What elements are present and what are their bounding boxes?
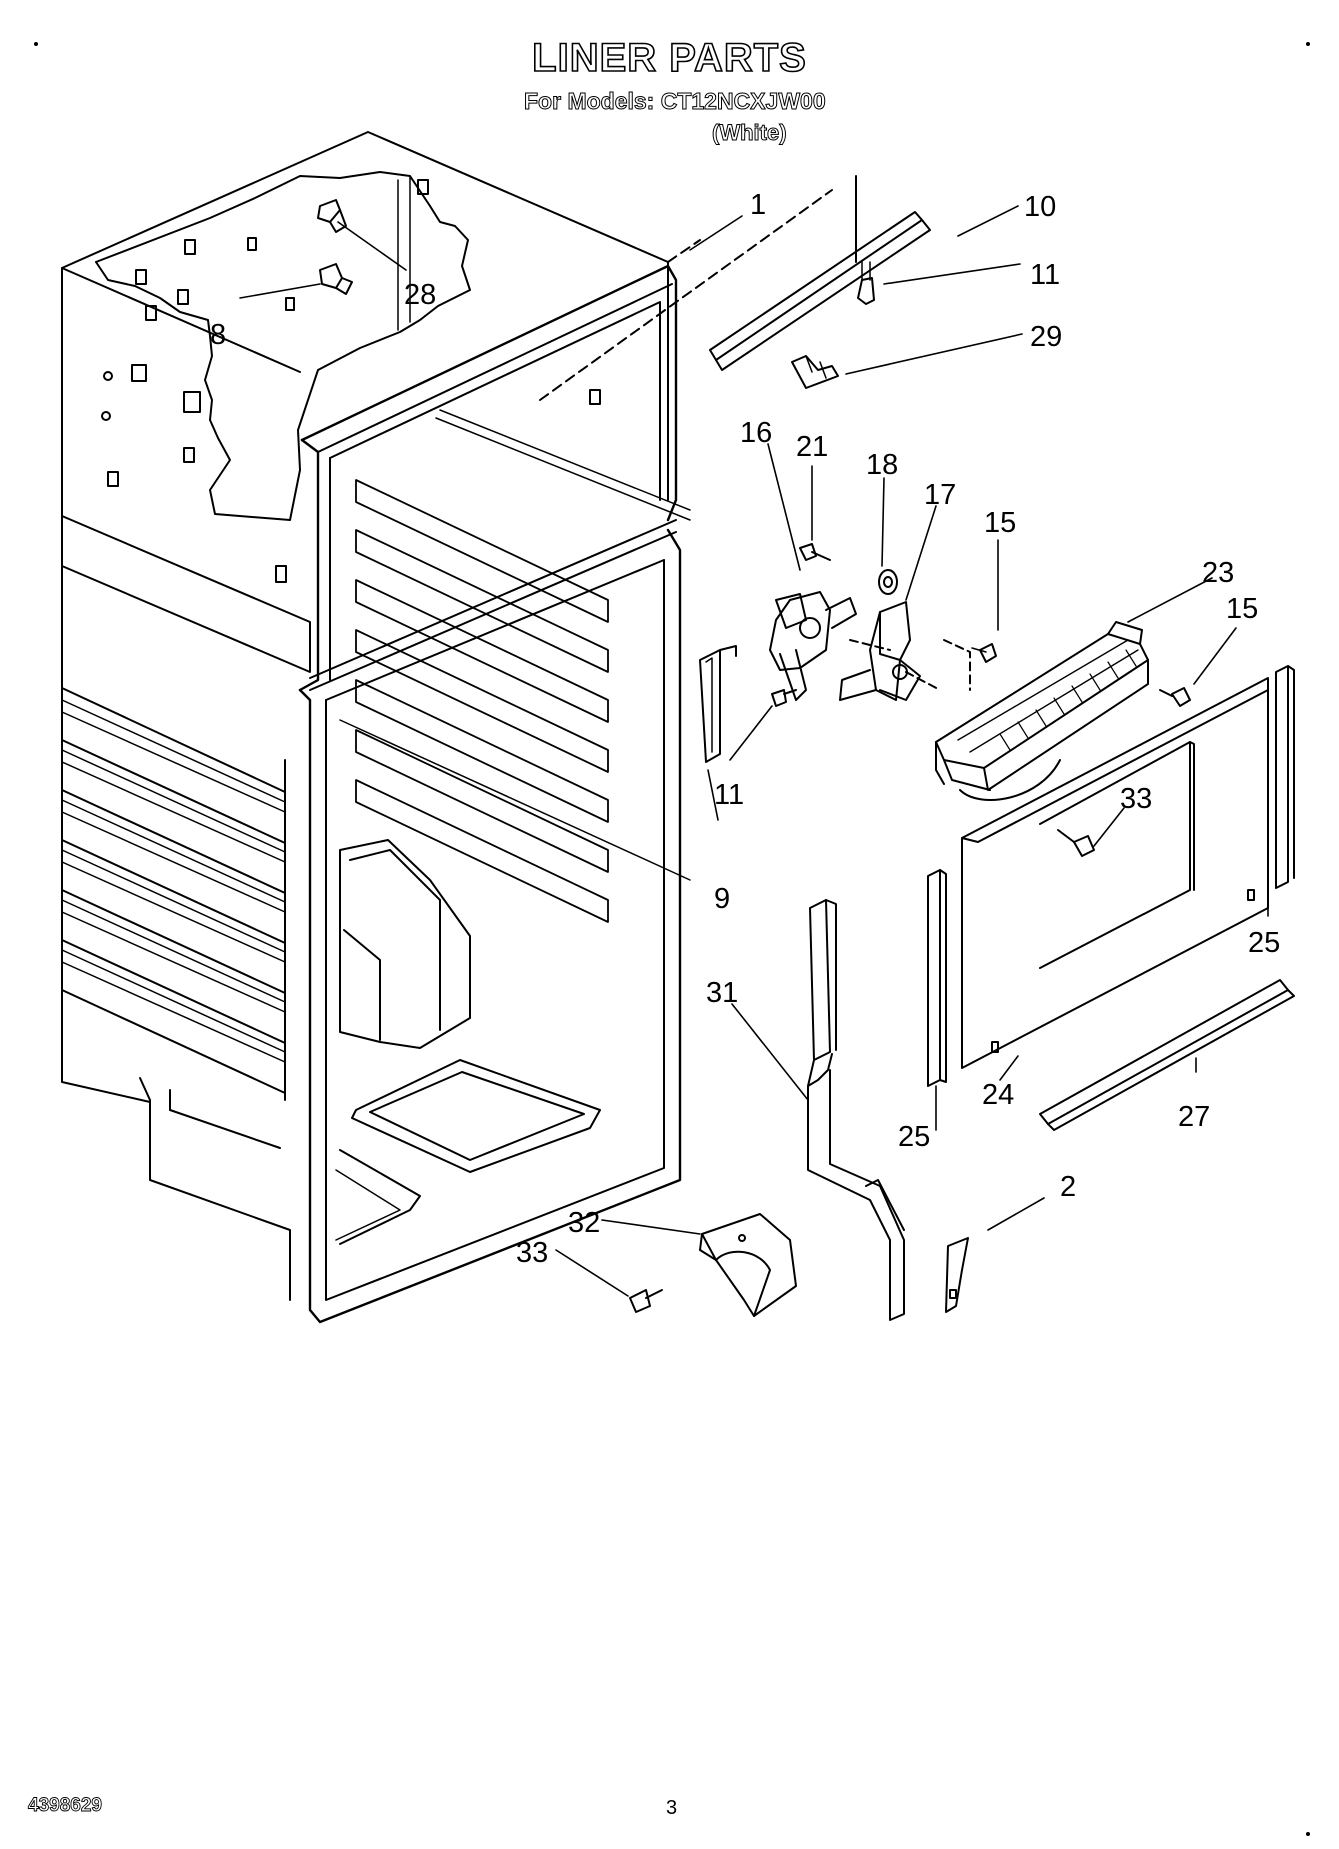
part-27-rail [1039,979,1295,1131]
part-33-screw-upper [1057,829,1095,857]
corner-mark-top-left [34,42,38,46]
part-24-panel [961,677,1269,1069]
liner-cabinet [61,131,833,1324]
callout-23: 23 [1202,557,1234,589]
callout-15-left: 15 [984,507,1016,539]
part-11-screw-lower [771,689,797,707]
part-18-bushing [878,569,898,595]
page-title: LINER PARTS [531,35,807,81]
part-21-screw [799,543,831,561]
page-number: 3 [666,1797,678,1819]
callout-2: 2 [1060,1171,1076,1203]
callout-15-right: 15 [1226,593,1258,625]
callout-29: 29 [1030,321,1062,353]
part-16-fan-motor [769,591,857,701]
callout-10: 10 [1024,191,1056,223]
part-31-air-duct [807,899,905,1321]
part-33-screw-lower [629,1289,663,1313]
color-line: (White) [712,120,788,146]
callout-18: 18 [866,449,898,481]
callout-33-lower: 33 [516,1237,548,1269]
callout-31: 31 [706,977,738,1009]
models-line: For Models: CT12NCXJW00 [524,88,827,115]
callout-24: 24 [982,1079,1014,1111]
part-15-screw-right [1159,687,1191,707]
callout-21: 21 [796,431,828,463]
callout-25-left: 25 [898,1121,930,1153]
part-11-screw-upper [857,261,875,305]
corner-mark-top-right [1306,42,1310,46]
callout-27: 27 [1178,1101,1210,1133]
part-8-control-knob [319,263,353,295]
callout-32: 32 [568,1207,600,1239]
callout-17: 17 [924,479,956,511]
part-25-strip-right [1275,665,1295,889]
document-number: 4398629 [28,1795,103,1817]
callout-28: 28 [404,279,436,311]
callout-16: 16 [740,417,772,449]
callout-11-upper: 11 [1030,259,1060,291]
part-29-clip [791,355,839,389]
part-10-rail [709,211,931,371]
part-2-bracket [945,1237,969,1313]
callout-33-upper: 33 [1120,783,1152,815]
part-32-damper [699,1213,797,1317]
callout-11-lower: 11 [714,779,744,811]
part-28-thermostat-knob [317,199,347,233]
leader-lines [239,205,1269,1297]
part-17-fan-blade [839,601,941,701]
callout-25-right: 25 [1248,927,1280,959]
part-25-strip-left [927,869,947,1087]
corner-mark-bottom-right [1306,1832,1310,1836]
callout-8: 8 [210,319,226,351]
callout-1: 1 [750,189,766,221]
part-23-grille [935,621,1149,801]
part-9-seal-strip [699,645,737,763]
callout-9: 9 [714,883,730,915]
part-15-screw-left [943,639,997,691]
callout-labels: 1 10 11 29 28 8 16 21 18 17 15 23 15 11 … [210,189,1280,1269]
